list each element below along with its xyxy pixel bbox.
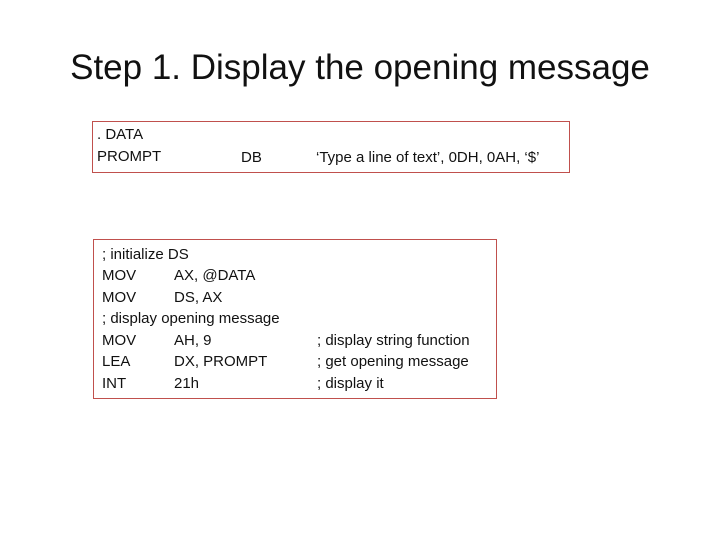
code-segment-box: ; initialize DS MOV AX, @DATA MOV DS, AX… [93, 239, 497, 399]
code-operands: 21h [174, 375, 200, 392]
data-segment-box: . DATA PROMPT DB ‘Type a line of text’, … [92, 121, 570, 173]
code-comment: ; display string function [317, 332, 470, 349]
code-operands: AX, @DATA [174, 267, 256, 284]
code-mnemonic: MOV [102, 267, 137, 284]
code-operands: DX, PROMPT [174, 353, 268, 370]
comment-display-opening-message: ; display opening message [102, 310, 280, 327]
code-mnemonic: MOV [102, 332, 137, 349]
code-mnemonic: MOV [102, 289, 137, 306]
code-operands: DS, AX [174, 289, 223, 306]
code-comment: ; display it [317, 375, 384, 392]
code-mnemonic: LEA [102, 353, 131, 370]
db-directive: DB [241, 149, 262, 166]
code-comment: ; get opening message [317, 353, 469, 370]
code-operands: AH, 9 [174, 332, 212, 349]
comment-initialize-ds: ; initialize DS [102, 246, 189, 263]
slide-title: Step 1. Display the opening message [70, 48, 650, 87]
code-mnemonic: INT [102, 375, 127, 392]
prompt-label: PROMPT [97, 148, 162, 165]
data-directive: . DATA [97, 126, 144, 143]
prompt-string-operands: ‘Type a line of text’, 0DH, 0AH, ‘$’ [316, 149, 540, 166]
